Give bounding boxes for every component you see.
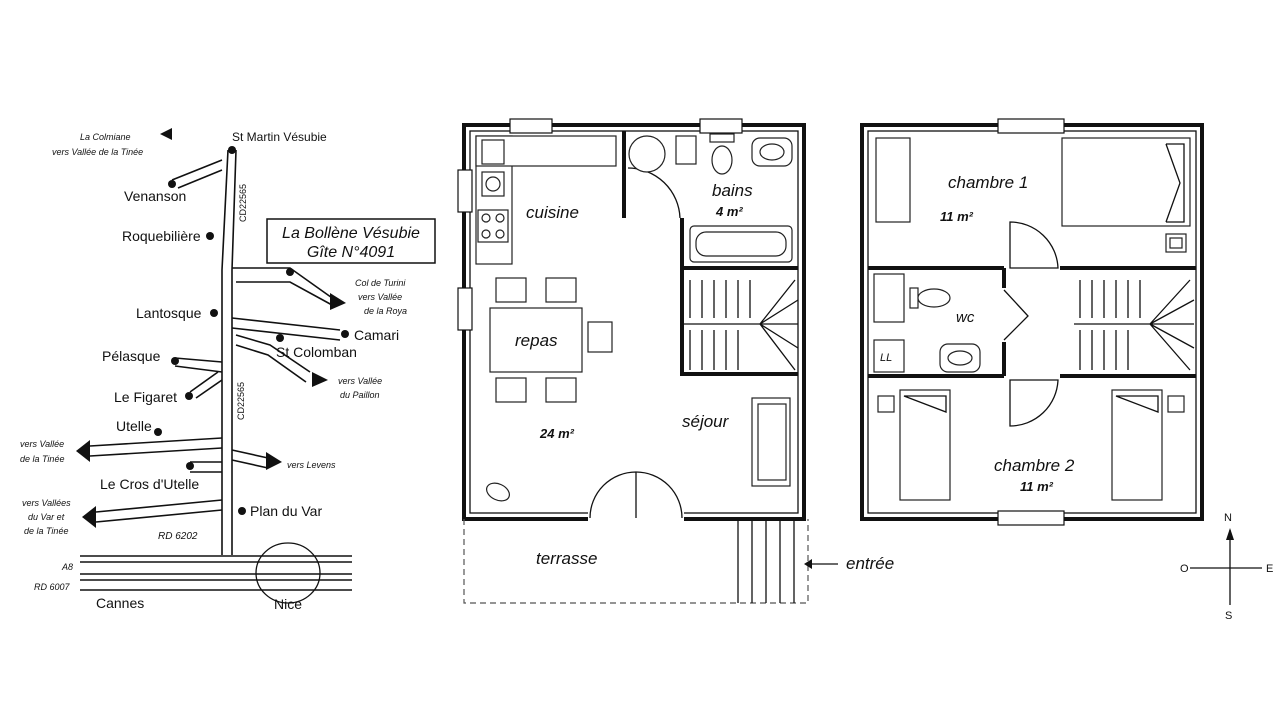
room-wc: wc [956, 309, 975, 326]
label-entree: entrée [846, 554, 894, 573]
area-terrasse: terrasse [536, 549, 597, 568]
label-cd-top: CD22565 [238, 184, 248, 222]
compass-o: O [1180, 563, 1189, 575]
label-ll: LL [880, 352, 892, 364]
label-rd6007: RD 6007 [34, 582, 71, 592]
gite-title-box [266, 218, 436, 264]
room-chambre2: chambre 2 [994, 456, 1075, 475]
upper-floor-plan: chambre 1 11 m² wc LL chambre 2 11 m² [860, 118, 1204, 526]
label-st-colomban: St Colomban [276, 344, 357, 360]
gite-title-line2: Gîte N°4091 [307, 244, 395, 261]
label-vers-tinee-top: vers Vallée de la Tinée [52, 147, 143, 157]
label-roquebiliere: Roquebilière [122, 228, 201, 244]
label-rd6202: RD 6202 [158, 531, 198, 542]
area-bains: 4 m² [715, 204, 743, 219]
label-vers-paillon-1: vers Vallée [338, 376, 382, 386]
label-vers-paillon-2: du Paillon [340, 390, 380, 400]
label-cannes: Cannes [96, 595, 144, 611]
label-vers-var-1: vers Vallées [22, 498, 71, 508]
label-pelasque: Pélasque [102, 348, 161, 364]
label-le-figaret: Le Figaret [114, 389, 177, 405]
compass: N S O E [1180, 512, 1273, 622]
compass-s: S [1225, 610, 1232, 622]
room-repas: repas [515, 331, 558, 350]
area-chambre2: 11 m² [1020, 479, 1054, 494]
label-vers-tinee-mid-1: vers Vallée [20, 439, 64, 449]
room-chambre1: chambre 1 [948, 173, 1028, 192]
room-cuisine: cuisine [526, 203, 579, 222]
access-map: La Bollène Vésubie Gîte N°4091 La Colmia… [20, 128, 436, 612]
room-bains: bains [712, 181, 753, 200]
area-chambre1: 11 m² [940, 209, 974, 224]
label-cd-bottom: CD22565 [236, 382, 246, 420]
label-lantosque: Lantosque [136, 305, 202, 321]
label-utelle: Utelle [116, 418, 152, 434]
area-main: 24 m² [539, 426, 575, 441]
label-vers-tinee-mid-2: de la Tinée [20, 454, 64, 464]
label-la-colmiane: La Colmiane [80, 132, 131, 142]
gite-title-line1: La Bollène Vésubie [282, 225, 420, 242]
label-col-turini-2: vers Vallée [358, 292, 402, 302]
label-le-cros: Le Cros d'Utelle [100, 476, 199, 492]
label-col-turini-1: Col de Turini [355, 278, 406, 288]
ground-floor-plan: cuisine bains 4 m² repas séjour 24 m² te… [457, 118, 894, 604]
label-camari: Camari [354, 327, 399, 343]
label-nice: Nice [274, 596, 302, 612]
label-st-martin: St Martin Vésubie [232, 130, 327, 144]
label-vers-var-2: du Var et [28, 512, 65, 522]
room-sejour: séjour [682, 412, 730, 431]
label-venanson: Venanson [124, 188, 186, 204]
label-vers-var-3: de la Tinée [24, 526, 68, 536]
compass-n: N [1224, 512, 1232, 524]
compass-e: E [1266, 563, 1273, 575]
label-vers-levens: vers Levens [287, 460, 336, 470]
label-plan-du-var: Plan du Var [250, 503, 322, 519]
label-a8: A8 [61, 562, 73, 572]
label-col-turini-3: de la Roya [364, 306, 407, 316]
